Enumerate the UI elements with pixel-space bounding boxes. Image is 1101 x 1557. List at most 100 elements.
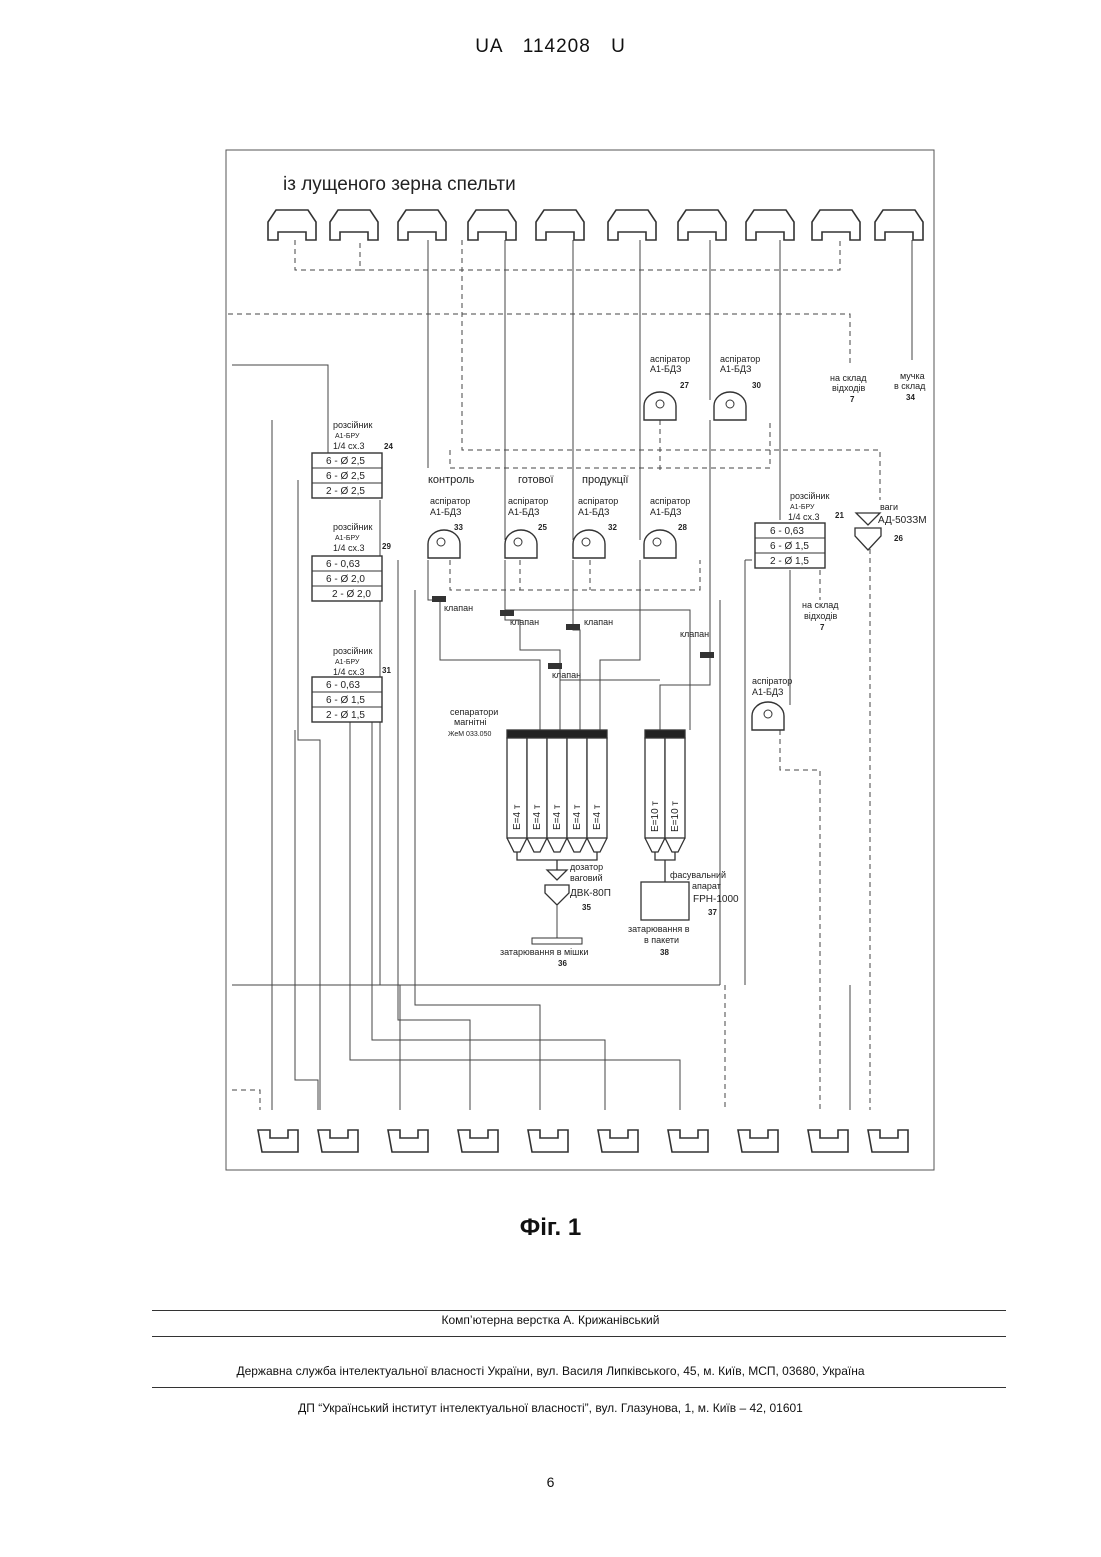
footer-institute: ДП “Український інститут інтелектуальної… xyxy=(0,1401,1101,1415)
waste-store-text: відходів xyxy=(804,611,837,621)
bin-capacity: Е=4 т xyxy=(572,804,583,830)
aspirator-label: аспіратор xyxy=(752,676,792,686)
silo-top xyxy=(330,210,378,240)
aspirator-label: аспіратор xyxy=(650,354,690,364)
bin-capacity: Е=10 т xyxy=(650,801,661,832)
sifter-label: розсійник xyxy=(333,646,372,656)
aspirator-icon xyxy=(644,392,676,420)
dashed-line xyxy=(232,1090,260,1110)
sifter-row: 2 - Ø 2,0 xyxy=(332,589,371,600)
aspirator-lower: аспіратор А1-БДЗ xyxy=(752,676,792,730)
aspirator-label: аспіратор xyxy=(430,496,470,506)
sifter-model: А1-БРУ xyxy=(335,659,360,666)
valve-label: клапан xyxy=(444,603,473,613)
sifter-model: А1-БРУ xyxy=(335,433,360,440)
flow-line xyxy=(505,560,560,730)
packer: фасувальний апарат FPH-1000 37 затарюван… xyxy=(628,870,739,957)
aspirator-model: А1-БДЗ xyxy=(650,364,681,374)
separators-text: ЖеМ 033.050 xyxy=(448,731,491,738)
flow-line xyxy=(573,560,580,730)
aspirator-model: А1-БДЗ xyxy=(430,507,461,517)
flow-line xyxy=(398,560,470,1110)
sifter-model: А1-БРУ xyxy=(790,504,815,511)
packer-text: апарат xyxy=(692,881,721,891)
sifter-label: розсійник xyxy=(333,522,372,532)
flow-line xyxy=(505,610,690,730)
silo-top xyxy=(536,210,584,240)
aspirator-27: аспіратор А1-БДЗ 27 xyxy=(644,354,690,420)
valve-icon xyxy=(432,596,446,602)
bin-hoppers xyxy=(507,838,607,852)
aspirator-30: аспіратор А1-БДЗ 30 xyxy=(714,354,761,420)
waste-store-text: на склад xyxy=(802,600,839,610)
sifter-row: 6 - Ø 2,0 xyxy=(326,574,365,585)
separators-text: сепаратори xyxy=(450,707,498,717)
valve-label: клапан xyxy=(584,617,613,627)
dosing-text: дозатор xyxy=(570,862,603,872)
scales: ваги АД-50ЗЗМ 26 xyxy=(855,502,927,550)
silo-top xyxy=(678,210,726,240)
waste-store-text: відходів xyxy=(832,383,865,393)
waste-store-text: на склад xyxy=(830,373,867,383)
dashed-line xyxy=(360,240,840,270)
waste-store-2: на склад відходів 7 xyxy=(802,600,839,632)
dashed-line xyxy=(780,730,820,1110)
bin-capacity: Е=4 т xyxy=(592,804,603,830)
aspirator-number: 27 xyxy=(680,381,689,390)
bin-bottom xyxy=(808,1130,848,1152)
sifter-row: 6 - Ø 1,5 xyxy=(326,695,365,706)
silo-top xyxy=(746,210,794,240)
aspirator-model: А1-БДЗ xyxy=(720,364,751,374)
aspirator-number: 28 xyxy=(678,523,687,532)
dashed-line xyxy=(295,240,360,270)
dashed-line xyxy=(450,420,770,468)
waste-store-number: 7 xyxy=(820,623,825,632)
stage-word-control: контроль xyxy=(428,474,475,486)
packer-text: фасувальний xyxy=(670,870,726,880)
scales-model: АД-50ЗЗМ xyxy=(878,515,927,526)
aspirator-32: аспіратор А1-БДЗ 32 xyxy=(573,496,618,558)
sifter-label: розсійник xyxy=(333,420,372,430)
aspirator-number: 33 xyxy=(454,523,463,532)
footer-rule xyxy=(152,1336,1006,1337)
packets-text: в пакети xyxy=(644,935,679,945)
sifter-row: 6 - 0,63 xyxy=(326,559,360,570)
sifter-row: 6 - 0,63 xyxy=(770,526,804,537)
sifter-number: 29 xyxy=(382,542,391,551)
sifter-scheme: 1/4 сх.3 xyxy=(333,667,365,677)
sifter-row: 6 - Ø 2,5 xyxy=(326,456,365,467)
sifter-row: 6 - 0,63 xyxy=(326,680,360,691)
flow-line xyxy=(232,365,328,455)
valve-label: клапан xyxy=(680,629,709,639)
valve-icon xyxy=(548,663,562,669)
flow-line xyxy=(428,560,540,730)
aspirator-33: аспіратор А1-БДЗ 33 xyxy=(428,496,470,558)
separator-strip xyxy=(507,730,607,738)
bin-capacity: Е=4 т xyxy=(512,804,523,830)
aspirator-28: аспіратор А1-БДЗ 28 xyxy=(644,496,690,558)
bin-capacity: Е=10 т xyxy=(670,801,681,832)
bin-bottom xyxy=(868,1130,908,1152)
dosing-scale: дозатор ваговий ДВК-80П 35 xyxy=(545,862,611,938)
bin-bottom xyxy=(458,1130,498,1152)
aspirator-icon xyxy=(714,392,746,420)
packer-number: 37 xyxy=(708,908,717,917)
silo-top xyxy=(875,210,923,240)
scales-number: 26 xyxy=(894,534,903,543)
bin-bottom xyxy=(388,1130,428,1152)
sifter-number: 31 xyxy=(382,666,391,675)
aspirator-model: А1-БДЗ xyxy=(650,507,681,517)
dosing-number: 35 xyxy=(582,903,591,912)
sifter-row: 2 - Ø 1,5 xyxy=(770,556,809,567)
flow-line xyxy=(600,560,640,730)
aspirator-model: А1-БДЗ xyxy=(578,507,609,517)
scales-label: ваги xyxy=(880,502,898,512)
silo-top xyxy=(268,210,316,240)
aspirator-label: аспіратор xyxy=(720,354,760,364)
sifter-model: А1-БРУ xyxy=(335,535,360,542)
bagging-text: затарювання в мішки xyxy=(500,947,588,957)
packets-number: 38 xyxy=(660,948,669,957)
flow-line xyxy=(295,730,318,1110)
bin-capacity: Е=4 т xyxy=(552,804,563,830)
packets-text: затарювання в xyxy=(628,924,690,934)
